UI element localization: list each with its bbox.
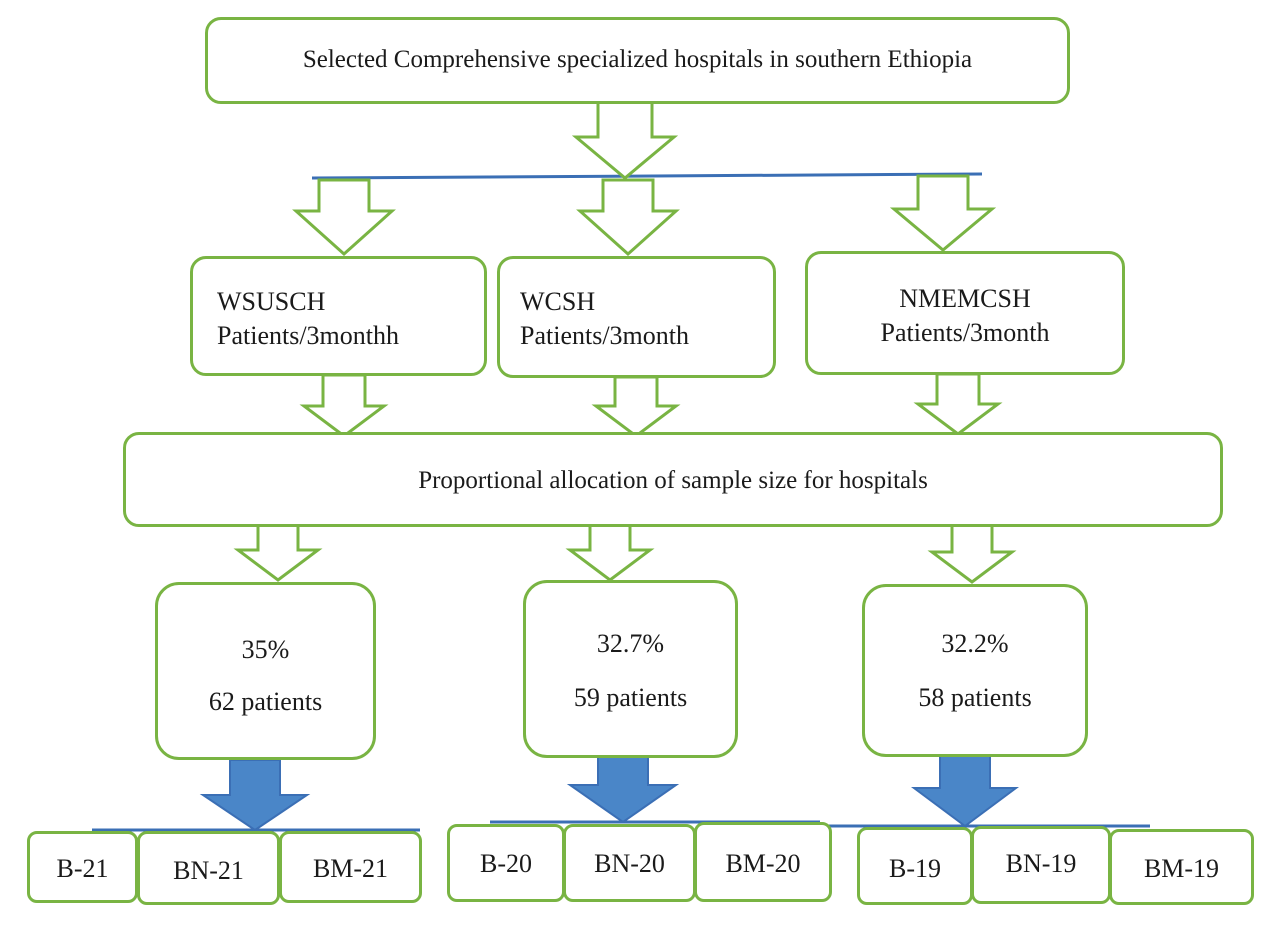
group-box: BN-20 — [563, 824, 696, 902]
solid-down-arrow-icon — [910, 754, 1020, 828]
down-arrow-icon — [576, 178, 680, 257]
sample-box-2: 32.7% 59 patients — [523, 580, 738, 758]
branch-line-top — [311, 172, 983, 180]
group-label: BM-19 — [1143, 854, 1220, 883]
hospital-box-2: WCSH Patients/3month — [497, 256, 776, 378]
sample-patients: 58 patients — [918, 683, 1032, 712]
down-arrow-icon — [233, 522, 323, 582]
title-box: Selected Comprehensive specialized hospi… — [205, 17, 1070, 104]
down-arrow-icon — [299, 373, 389, 438]
group-label: BM-21 — [312, 854, 389, 883]
group-label: B-19 — [889, 854, 941, 883]
down-arrow-icon — [292, 178, 396, 257]
group-label: BN-20 — [594, 849, 665, 878]
down-arrow-icon — [913, 372, 1003, 436]
hospital-name: WSUSCH — [217, 287, 326, 316]
title-label: Selected Comprehensive specialized hospi… — [302, 46, 973, 73]
sample-patients: 59 patients — [573, 683, 688, 712]
hospital-box-3: NMEMCSH Patients/3month — [805, 251, 1125, 375]
group-box: BM-20 — [694, 822, 832, 902]
sample-box-1: 35% 62 patients — [155, 582, 376, 760]
hospital-unit: Patients/3monthh — [217, 321, 399, 350]
sample-percent: 35% — [241, 635, 290, 664]
down-arrow-icon — [927, 522, 1017, 584]
solid-down-arrow-icon — [566, 754, 680, 824]
hospital-name: WCSH — [520, 287, 596, 316]
sample-percent: 32.2% — [941, 629, 1009, 658]
group-label: BM-20 — [725, 849, 801, 878]
hospital-unit: Patients/3month — [880, 318, 1050, 347]
group-box: B-20 — [447, 824, 565, 902]
sample-percent: 32.7% — [596, 629, 665, 658]
hospital-name: NMEMCSH — [899, 284, 1031, 313]
hospital-unit: Patients/3month — [520, 321, 689, 350]
down-arrow-icon — [571, 98, 679, 180]
group-box: BM-21 — [279, 831, 422, 903]
group-box: BN-19 — [971, 826, 1111, 904]
sample-patients: 62 patients — [208, 687, 323, 716]
group-box: BM-19 — [1109, 829, 1254, 905]
group-box: BN-21 — [137, 831, 280, 905]
group-label: BN-19 — [1005, 849, 1077, 878]
sample-box-3: 32.2% 58 patients — [862, 584, 1088, 757]
group-label: BN-21 — [173, 856, 244, 885]
down-arrow-icon — [591, 375, 681, 438]
down-arrow-icon — [889, 174, 997, 252]
down-arrow-icon — [565, 522, 655, 582]
allocation-box: Proportional allocation of sample size f… — [123, 432, 1223, 527]
allocation-label: Proportional allocation of sample size f… — [418, 467, 928, 494]
group-box: B-19 — [857, 827, 973, 905]
hospital-box-1: WSUSCH Patients/3monthh — [190, 256, 487, 376]
group-label: B-20 — [480, 849, 532, 878]
group-box: B-21 — [27, 831, 138, 903]
solid-down-arrow-icon — [199, 759, 311, 832]
group-label: B-21 — [56, 854, 109, 883]
